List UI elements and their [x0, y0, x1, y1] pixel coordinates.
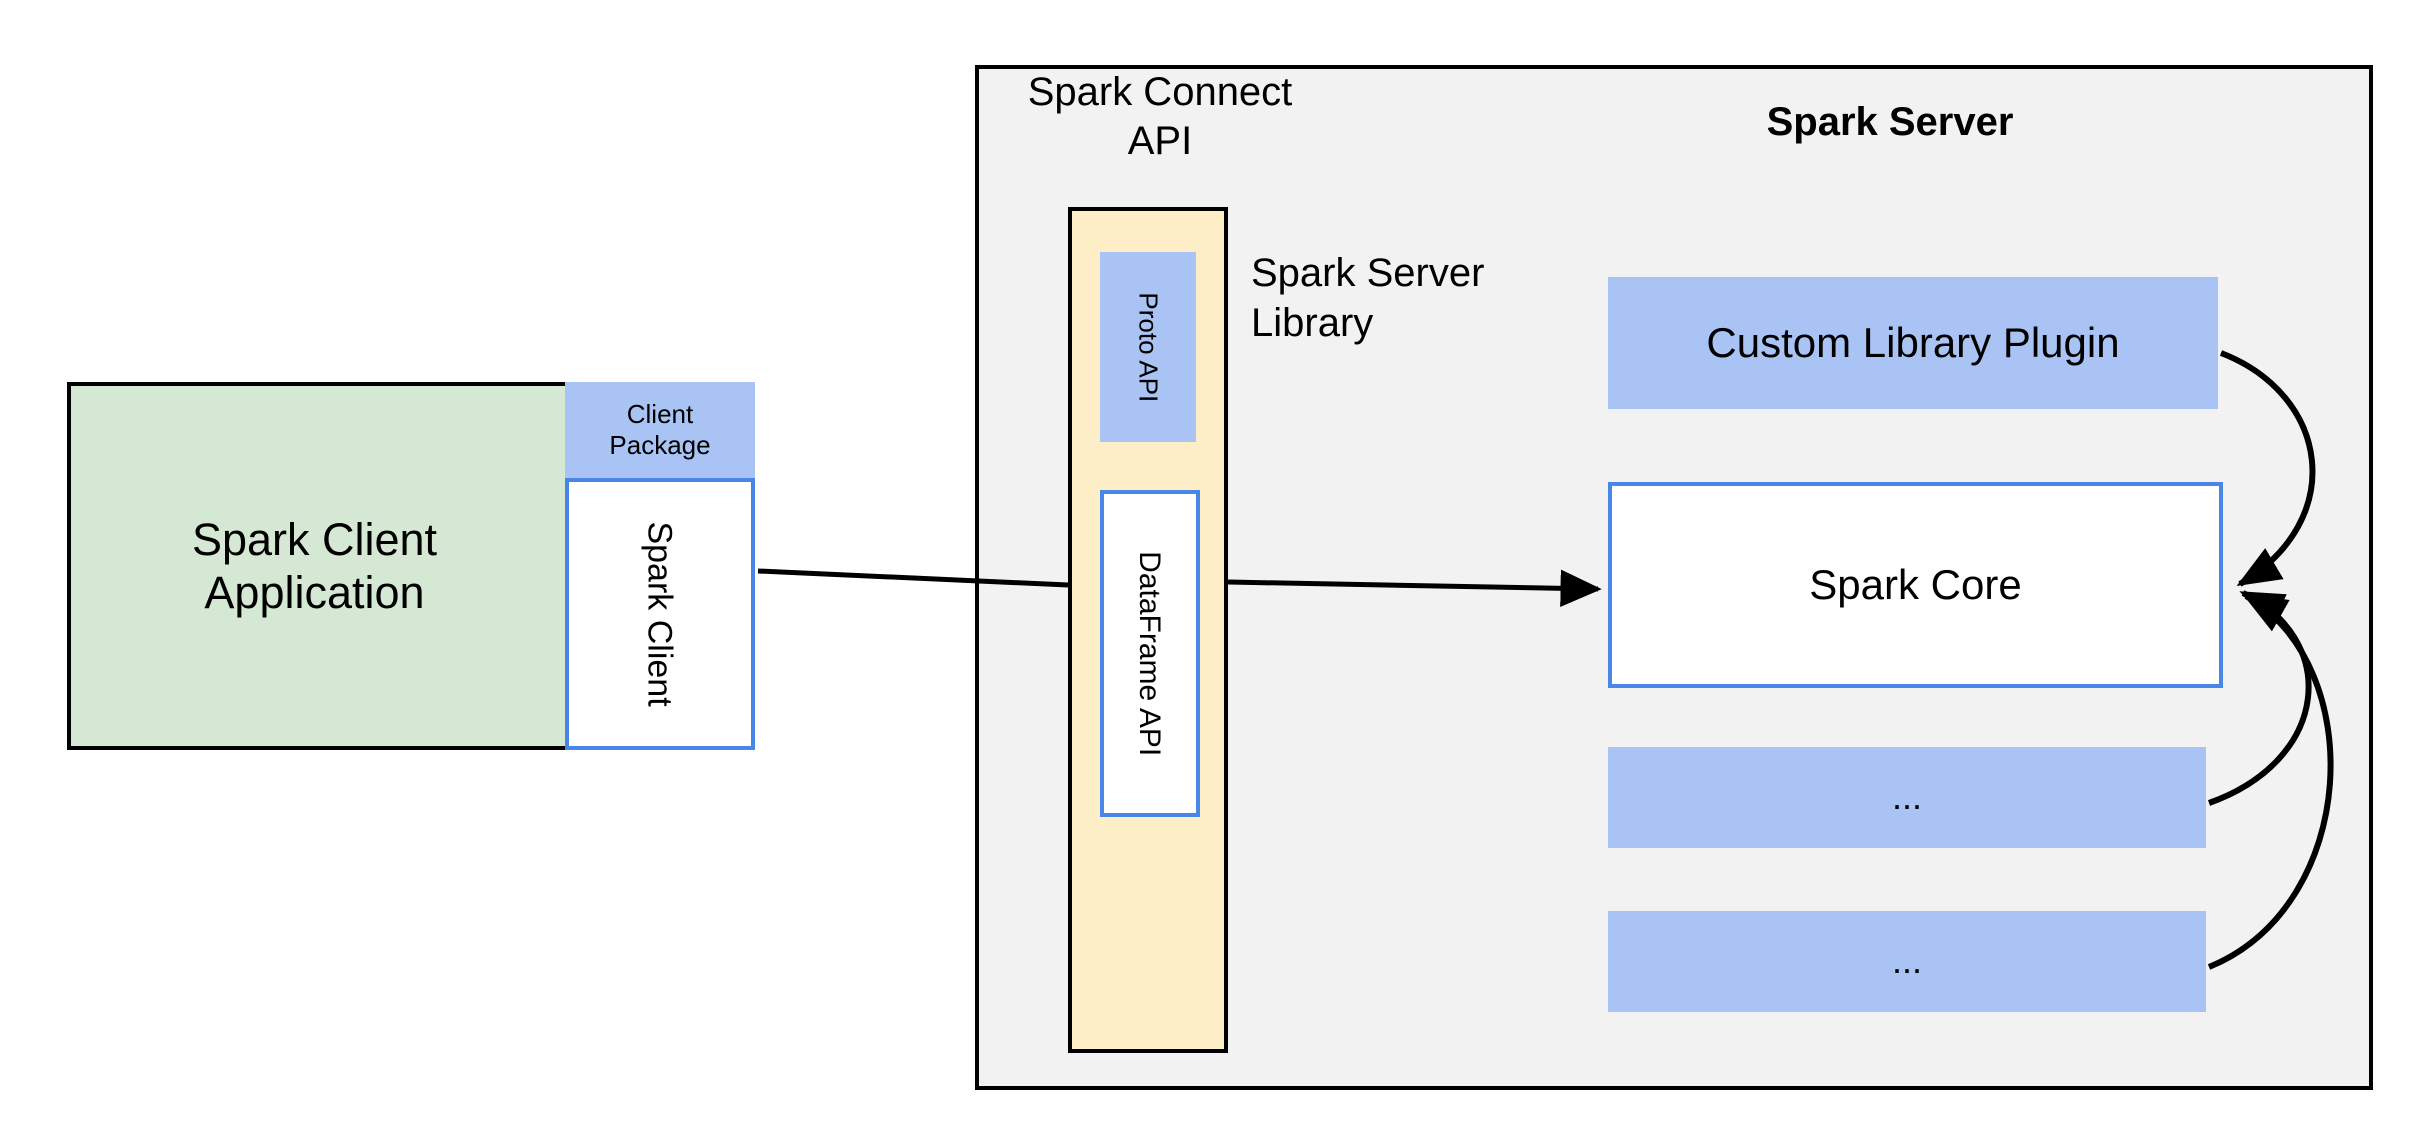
proto-api-box[interactable]: Proto API	[1100, 252, 1196, 442]
proto-api-label: Proto API	[1133, 292, 1164, 402]
spark-core-box[interactable]: Spark Core	[1608, 482, 2223, 688]
client-package-label: Client Package	[609, 399, 711, 460]
spark-client-application-label: Spark Client Application	[191, 513, 438, 618]
spark-client-label: Spark Client	[641, 521, 680, 707]
spark-server-title: Spark Server	[1766, 100, 2014, 144]
spark-server-library-label: Spark Server Library	[1251, 251, 1485, 345]
client-package-box[interactable]: Client Package	[565, 382, 755, 478]
dataframe-api-box[interactable]: DataFrame API	[1100, 490, 1200, 817]
ellipsis-box-2[interactable]: ...	[1608, 911, 2206, 1012]
custom-library-plugin-box[interactable]: Custom Library Plugin	[1608, 277, 2218, 409]
ellipsis-box-1[interactable]: ...	[1608, 747, 2206, 848]
spark-client-application-box[interactable]: Spark Client Application	[67, 382, 570, 750]
spark-client-box[interactable]: Spark Client	[565, 478, 755, 750]
dataframe-api-label: DataFrame API	[1133, 550, 1167, 757]
spark-connect-api-label: Spark Connect API	[1027, 70, 1293, 163]
